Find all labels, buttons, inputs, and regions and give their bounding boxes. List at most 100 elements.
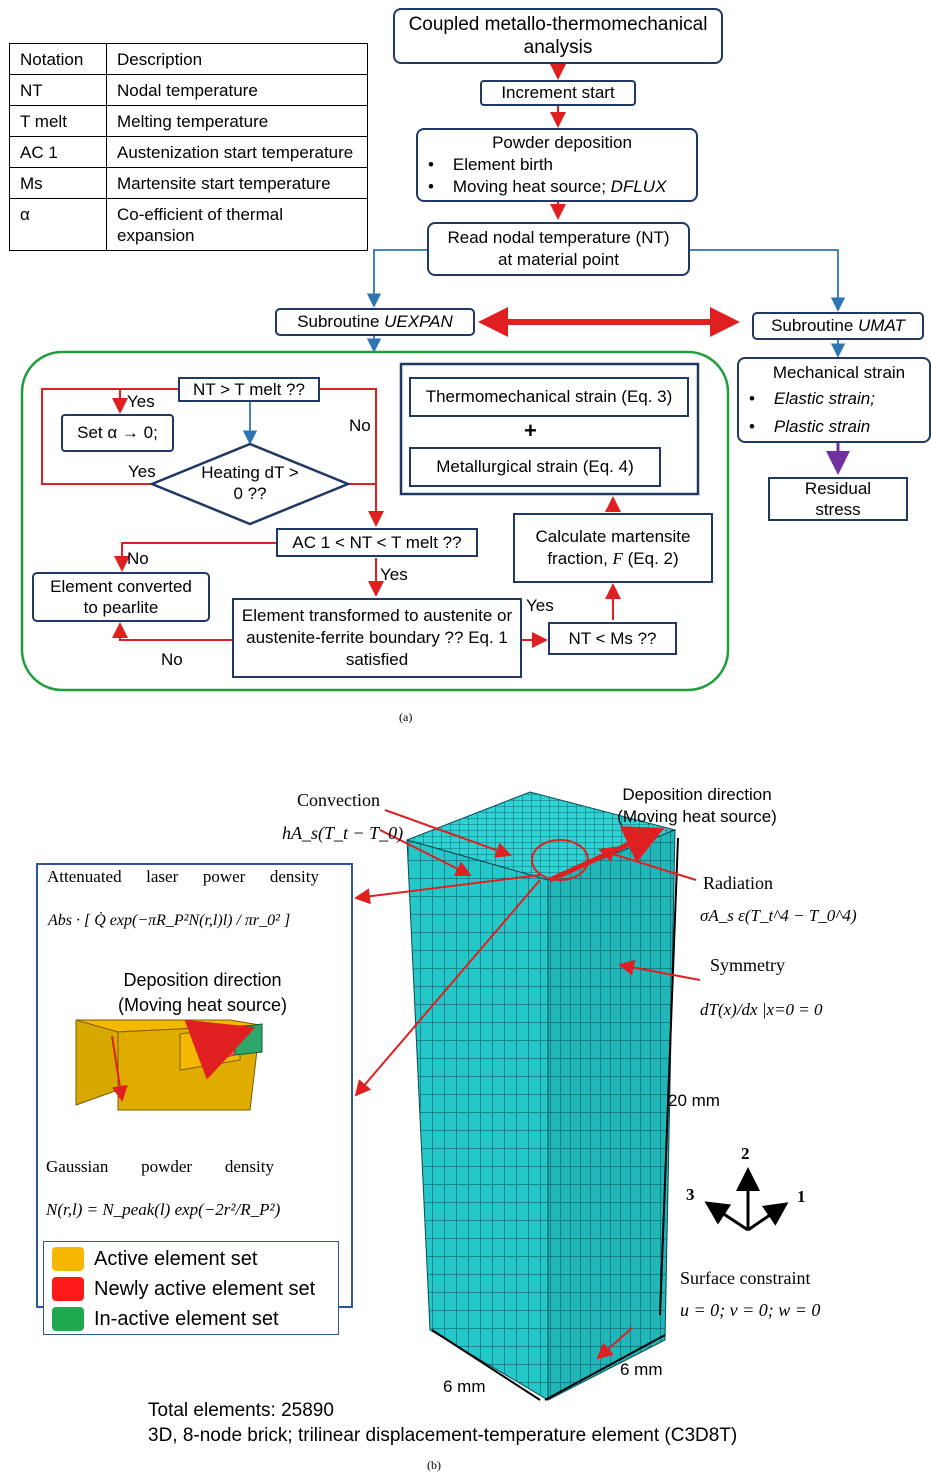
inset-block-left <box>75 1019 119 1106</box>
nt-ms-box: NT < Ms ?? <box>548 622 677 655</box>
fem-figure <box>36 791 789 1401</box>
pearlite-label: Element converted to pearlite <box>50 577 192 617</box>
no-label: No <box>161 650 183 669</box>
umat-label: Subroutine UMAT <box>771 316 905 335</box>
increment-box: Increment start <box>480 80 636 106</box>
read-nt-label: Read nodal temperature (NT) at material … <box>447 228 670 269</box>
yes-label: Yes <box>380 565 408 584</box>
legend-item-active: Active element set <box>52 1244 338 1274</box>
total-elements: Total elements: 25890 <box>148 1400 334 1421</box>
caption-b: (b) <box>427 1458 441 1472</box>
calc-martensite-label: Calculate martensite fraction, F (Eq. 2) <box>535 527 691 568</box>
table-row: α Co-efficient of thermal expansion <box>9 198 368 251</box>
table-cell: Co-efficient of thermal expansion <box>106 198 368 251</box>
laser-power-equation: Abs · [ Q̇ exp(−πR_P²N(r,l)l) / πr_0² ] <box>48 912 291 929</box>
deposition-direction-label: Deposition direction(Moving heat source) <box>617 785 777 826</box>
thermo-label: Thermomechanical strain (Eq. 3) <box>425 387 673 406</box>
yes-label: Yes <box>128 462 156 481</box>
no-label: No <box>349 416 371 435</box>
yes-label: Yes <box>127 392 155 411</box>
table-cell: Austenization start temperature <box>106 136 368 168</box>
table-row: AC 1 Austenization start temperature <box>9 136 368 168</box>
flow-title-box: Coupled metallo-thermomechanical analysi… <box>393 8 723 64</box>
powder-box: Powder deposition • Element birth • Movi… <box>416 128 698 202</box>
table-row: NT Nodal temperature <box>9 74 368 106</box>
radiation-label: Radiation <box>703 873 773 893</box>
residual-box: Residual stress <box>768 477 908 521</box>
mech-strain-box: Mechanical strain • Elastic strain; • Pl… <box>737 357 931 443</box>
axis-3-label: 3 <box>686 1185 695 1204</box>
legend: Active element set Newly active element … <box>43 1241 339 1335</box>
yes-label: Yes <box>526 596 554 615</box>
notation-table: Notation Description NT Nodal temperatur… <box>9 43 368 251</box>
metal-strain-box: Metallurgical strain (Eq. 4) <box>409 447 661 487</box>
nt-tmelt-label: NT > T melt ?? <box>193 379 305 399</box>
umat-box: Subroutine UMAT <box>752 312 924 340</box>
table-row: Ms Martensite start temperature <box>9 167 368 199</box>
swatch-active <box>52 1247 84 1271</box>
legend-item-newly-active: Newly active element set <box>52 1274 338 1304</box>
mech-bullet-2: • Plastic strain <box>749 417 871 436</box>
axis-2-label: 2 <box>741 1144 750 1163</box>
plus-sign: + <box>524 418 537 443</box>
ac1-label: AC 1 < NT < T melt ?? <box>292 532 462 552</box>
flow-title: Coupled metallo-thermomechanical analysi… <box>408 14 708 58</box>
legend-item-inactive: In-active element set <box>52 1304 338 1334</box>
table-cell: Ms <box>9 167 107 199</box>
heating-label: Heating dT > 0 ?? <box>201 463 299 503</box>
table-cell: Nodal temperature <box>106 74 368 106</box>
nt-tmelt-box: NT > T melt ?? <box>178 377 320 402</box>
set-alpha-box: Set α → 0; <box>61 414 174 452</box>
uexpan-label: Subroutine UEXPAN <box>297 312 453 331</box>
metal-label: Metallurgical strain (Eq. 4) <box>436 457 634 476</box>
swatch-inactive <box>52 1307 84 1331</box>
read-nt-box: Read nodal temperature (NT) at material … <box>427 222 690 276</box>
inset-deposition-label: Deposition direction(Moving heat source) <box>117 970 288 1015</box>
element-type: 3D, 8-node brick; trilinear displacement… <box>148 1425 738 1446</box>
powder-title: Powder deposition <box>492 133 632 152</box>
table-header: Notation Description <box>9 43 368 75</box>
table-row: T melt Melting temperature <box>9 105 368 137</box>
height-dimension: 20 mm <box>668 1091 720 1110</box>
table-cell: Melting temperature <box>106 105 368 137</box>
austenite-box: Element transformed to austenite or aust… <box>232 598 522 678</box>
flowchart-connectors <box>20 64 850 692</box>
pearlite-box: Element converted to pearlite <box>32 572 210 622</box>
powder-bullet-1: • Element birth <box>428 155 554 174</box>
calc-martensite-box: Calculate martensite fraction, F (Eq. 2) <box>513 513 713 583</box>
mech-bullet-1: • Elastic strain; <box>749 389 875 408</box>
header-description: Description <box>106 43 368 75</box>
ac1-box: AC 1 < NT < T melt ?? <box>276 528 478 557</box>
convection-label: Convection <box>297 790 380 810</box>
radiation-equation: σA_s ε(T_t^4 − T_0^4) <box>700 906 857 925</box>
gaussian-equation: N(r,l) = N_peak(l) exp(−2r²/R_P²) <box>46 1200 281 1219</box>
thermo-strain-box: Thermomechanical strain (Eq. 3) <box>409 377 689 417</box>
swatch-newly-active <box>52 1277 84 1301</box>
surface-constraint-label: Surface constraint <box>680 1268 811 1288</box>
axis-1-label: 1 <box>797 1187 806 1206</box>
symmetry-equation: dT(x)/dx |x=0 = 0 <box>700 1000 823 1019</box>
table-cell: α <box>9 198 107 251</box>
caption-a: (a) <box>399 710 413 724</box>
table-cell: AC 1 <box>9 136 107 168</box>
residual-label: Residual stress <box>804 479 872 519</box>
inset-inactive <box>234 1023 263 1056</box>
surface-constraint-equation: u = 0; v = 0; w = 0 <box>680 1300 821 1320</box>
heating-diamond <box>148 442 352 526</box>
uexpan-box: Subroutine UEXPAN <box>275 308 475 336</box>
header-notation: Notation <box>9 43 107 75</box>
width-dimension-2: 6 mm <box>620 1360 663 1379</box>
set-alpha-label: Set α → 0; <box>77 423 158 442</box>
powder-bullet-2: • Moving heat source; DFLUX <box>428 177 667 196</box>
increment-label: Increment start <box>501 83 615 102</box>
table-cell: Martensite start temperature <box>106 167 368 199</box>
symmetry-label: Symmetry <box>710 955 785 975</box>
mech-title: Mechanical strain <box>772 363 906 382</box>
no-label: No <box>127 549 149 568</box>
width-dimension-1: 6 mm <box>443 1377 486 1396</box>
nt-ms-label: NT < Ms ?? <box>568 628 657 648</box>
convection-equation: hA_s(T_t − T_0) <box>282 823 404 843</box>
austenite-label: Element transformed to austenite or aust… <box>241 606 513 669</box>
